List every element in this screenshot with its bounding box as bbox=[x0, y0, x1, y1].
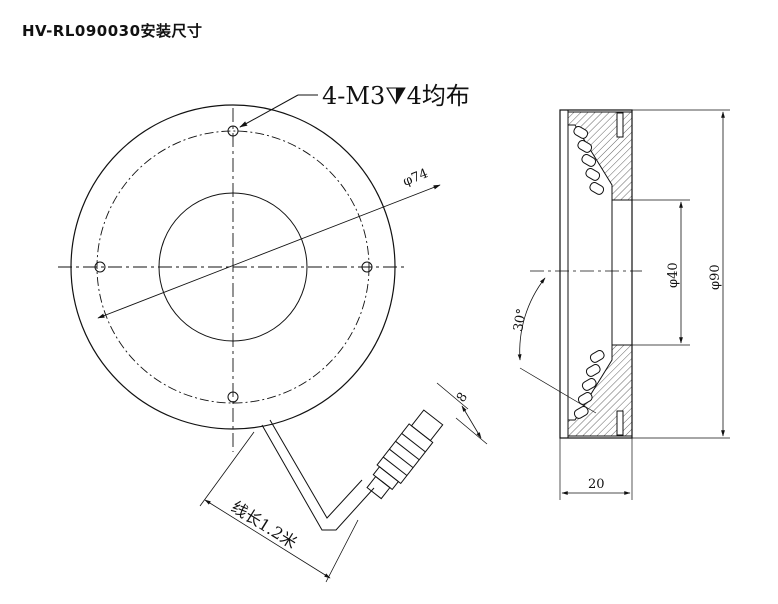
connector-ext-line-a bbox=[436, 382, 469, 410]
pitch-dim-line bbox=[97, 184, 441, 319]
cable-length-label: 线长1.2米 bbox=[228, 497, 300, 552]
inner-diameter-dim-label: φ40 bbox=[666, 262, 681, 288]
screw-top bbox=[616, 112, 624, 138]
pitch-circle-dim-label: φ74 bbox=[401, 166, 430, 190]
thickness-dim-label: 20 bbox=[588, 477, 605, 492]
cable-inner bbox=[269, 419, 363, 519]
led-array-bottom bbox=[573, 350, 605, 419]
cable bbox=[261, 424, 375, 531]
connector-dim-label: 8 bbox=[454, 390, 471, 405]
cable-length-ext-b bbox=[325, 519, 359, 583]
connector-dim-line bbox=[461, 405, 482, 439]
cable-length-dim-line bbox=[204, 499, 331, 579]
cable-length-ext-a bbox=[199, 431, 255, 507]
angle-label: 30° bbox=[511, 307, 530, 332]
screw-bottom bbox=[616, 410, 624, 436]
angle-ext-line bbox=[519, 367, 597, 414]
hole-callout-label: 4-M3⧩4均布 bbox=[322, 82, 470, 110]
angle-arc bbox=[517, 277, 546, 361]
connector bbox=[366, 409, 444, 500]
page-title: HV-RL090030安装尺寸 bbox=[22, 22, 203, 40]
front-view bbox=[58, 94, 488, 583]
led-array-top bbox=[573, 125, 605, 195]
side-view bbox=[517, 109, 730, 500]
mounting-hole-top bbox=[227, 125, 239, 137]
hole-callout-leader-diagonal bbox=[239, 94, 299, 128]
side-outline bbox=[559, 109, 633, 439]
mounting-hole-bottom bbox=[227, 391, 239, 403]
outer-diameter-dim-label: φ90 bbox=[708, 264, 723, 290]
